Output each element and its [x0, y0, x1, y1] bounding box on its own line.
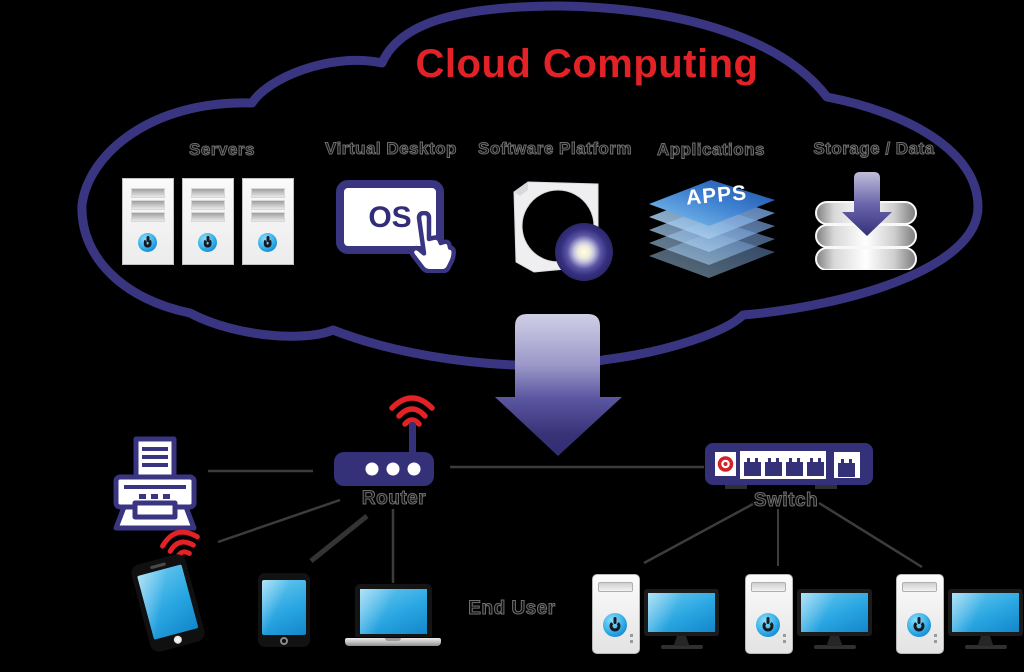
- server-tower: [122, 178, 174, 265]
- desktop-computer-icon: [592, 574, 720, 654]
- power-button-icon: [603, 613, 627, 637]
- wifi-icon: [389, 395, 435, 427]
- laptop-screen: [355, 584, 432, 637]
- os-screen-text: OS: [368, 201, 412, 234]
- power-button-icon: [258, 233, 277, 252]
- ethernet-port-icon: [786, 458, 803, 476]
- cloud-outline-path: [77, 1, 983, 371]
- ethernet-port-icon: [807, 458, 824, 476]
- server-tower: [182, 178, 234, 265]
- cloud-item-label-virtual-desktop: Virtual Desktop: [325, 139, 457, 159]
- router-antenna: [409, 422, 416, 456]
- ethernet-port-icon: [765, 458, 782, 476]
- connection-line: [217, 498, 341, 544]
- router-body: [334, 452, 434, 486]
- printer-icon: [113, 436, 197, 531]
- cursor-hand-icon: [409, 211, 456, 273]
- download-arrow-small-icon: [842, 172, 892, 236]
- desktop-monitor: [948, 589, 1023, 649]
- tablet-icon: [258, 573, 310, 647]
- cd-disc-icon: [555, 223, 613, 281]
- tablet-home-button: [280, 637, 288, 645]
- page-title: Cloud Computing: [415, 42, 759, 86]
- power-button-icon: [756, 613, 780, 637]
- end-user-label: End User: [468, 598, 556, 620]
- router-icon: [334, 395, 435, 486]
- ethernet-port-icon: [838, 459, 855, 477]
- desktop-computer-icon: [896, 574, 1024, 654]
- switch-label: Switch: [753, 490, 819, 512]
- database-download-icon: [815, 172, 917, 270]
- cloud-item-label-storage-data: Storage / Data: [813, 139, 935, 159]
- ethernet-port-icon: [744, 458, 761, 476]
- software-box-disc-icon: [513, 181, 613, 281]
- power-button-icon: [138, 233, 157, 252]
- desktop-computer-icon: [745, 574, 873, 654]
- cloud-item-label-software-platform: Software Platform: [478, 139, 632, 159]
- desktop-monitor: [644, 589, 719, 649]
- stacked-apps-icon: [649, 180, 775, 278]
- power-button-icon: [198, 233, 217, 252]
- desktop-tower: [592, 574, 640, 654]
- download-arrow-icon: [495, 314, 622, 456]
- phone-home-button: [172, 634, 183, 645]
- server-towers-icon: [122, 178, 294, 265]
- switch-icon: [705, 443, 873, 489]
- connection-line: [643, 502, 754, 565]
- cloud-item-label-applications: Applications: [656, 140, 766, 160]
- laptop-base: [345, 638, 441, 646]
- router-label: Router: [361, 488, 427, 510]
- connection-line: [818, 501, 923, 569]
- power-button-icon: [907, 613, 931, 637]
- desktop-monitor: [797, 589, 872, 649]
- cloud-item-label-servers: Servers: [189, 140, 255, 160]
- desktop-tower: [896, 574, 944, 654]
- connection-line: [309, 514, 369, 563]
- tablet-screen: [262, 580, 306, 635]
- laptop-icon: [345, 584, 441, 646]
- server-tower: [242, 178, 294, 265]
- phone-screen: [136, 564, 199, 640]
- desktop-tower: [745, 574, 793, 654]
